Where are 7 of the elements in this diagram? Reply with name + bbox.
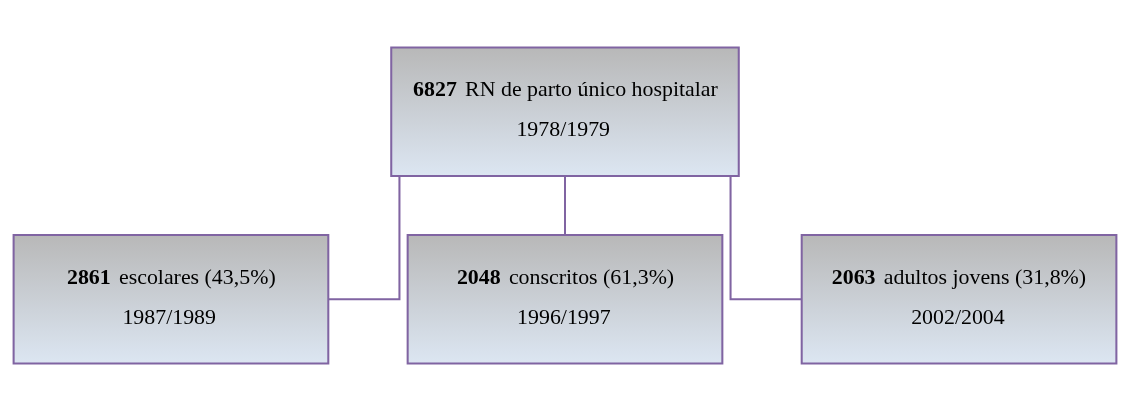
node-box: 6827 RN de parto único hospitalar 1978/1979 — [390, 45, 740, 177]
connector — [729, 175, 802, 300]
node-box: 2048 conscritos (61,3%) 1996/1997 — [406, 233, 724, 365]
connector — [328, 175, 401, 300]
node-box: 2063 adultos jovens (31,8%) 2002/2004 — [800, 233, 1118, 365]
node-box: 2861 escolares (43,5%) 1987/1989 — [12, 233, 330, 365]
connector — [563, 175, 567, 235]
